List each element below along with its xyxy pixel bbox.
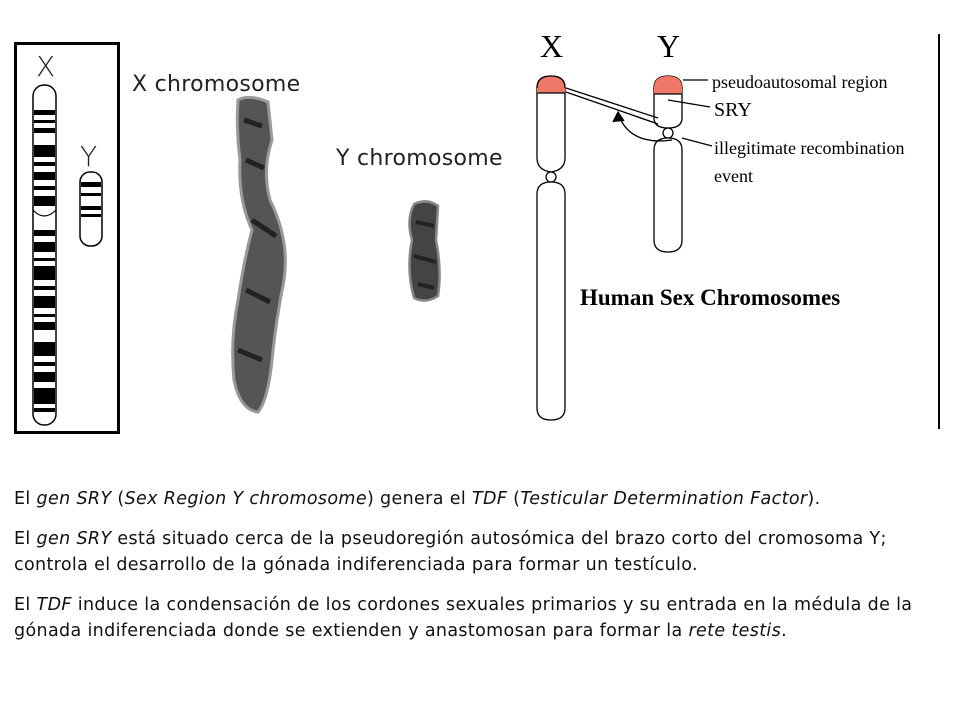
ideogram-x-label: X — [36, 50, 56, 83]
paragraph-3: El TDF induce la condensación de los cor… — [14, 595, 913, 641]
ideogram-x-chromosome — [32, 84, 57, 426]
schematic-title: Human Sex Chromosomes — [580, 285, 841, 310]
schematic-y-chromosome — [653, 75, 683, 253]
sry-label: SRY — [714, 99, 752, 121]
divider-line — [938, 34, 940, 429]
recombination-label-line2: event — [714, 166, 753, 186]
ideogram-y-chromosome — [79, 171, 103, 247]
schematic-y-label: Y — [657, 28, 681, 64]
x-chromosome-photo-label: X chromosome — [132, 72, 301, 97]
schematic-x-label: X — [540, 28, 564, 64]
schematic-x-chromosome — [536, 75, 566, 421]
pseudoautosomal-region-label: pseudoautosomal region — [712, 72, 888, 92]
ideogram-y-label: Y — [80, 140, 98, 173]
paragraph-2: El gen SRY está situado cerca de la pseu… — [14, 529, 887, 575]
schematic-pointer-lines — [565, 79, 713, 147]
description-text: El gen SRY (Sex Region Y chromosome) gen… — [14, 486, 954, 658]
x-chromosome-photo — [231, 95, 287, 414]
y-chromosome-photo-label: Y chromosome — [336, 146, 503, 171]
paragraph-1: El gen SRY (Sex Region Y chromosome) gen… — [14, 489, 821, 509]
y-chromosome-photo — [408, 200, 441, 302]
recombination-label-line1: illegitimate recombination — [714, 138, 905, 158]
ideogram-panel — [14, 42, 120, 434]
